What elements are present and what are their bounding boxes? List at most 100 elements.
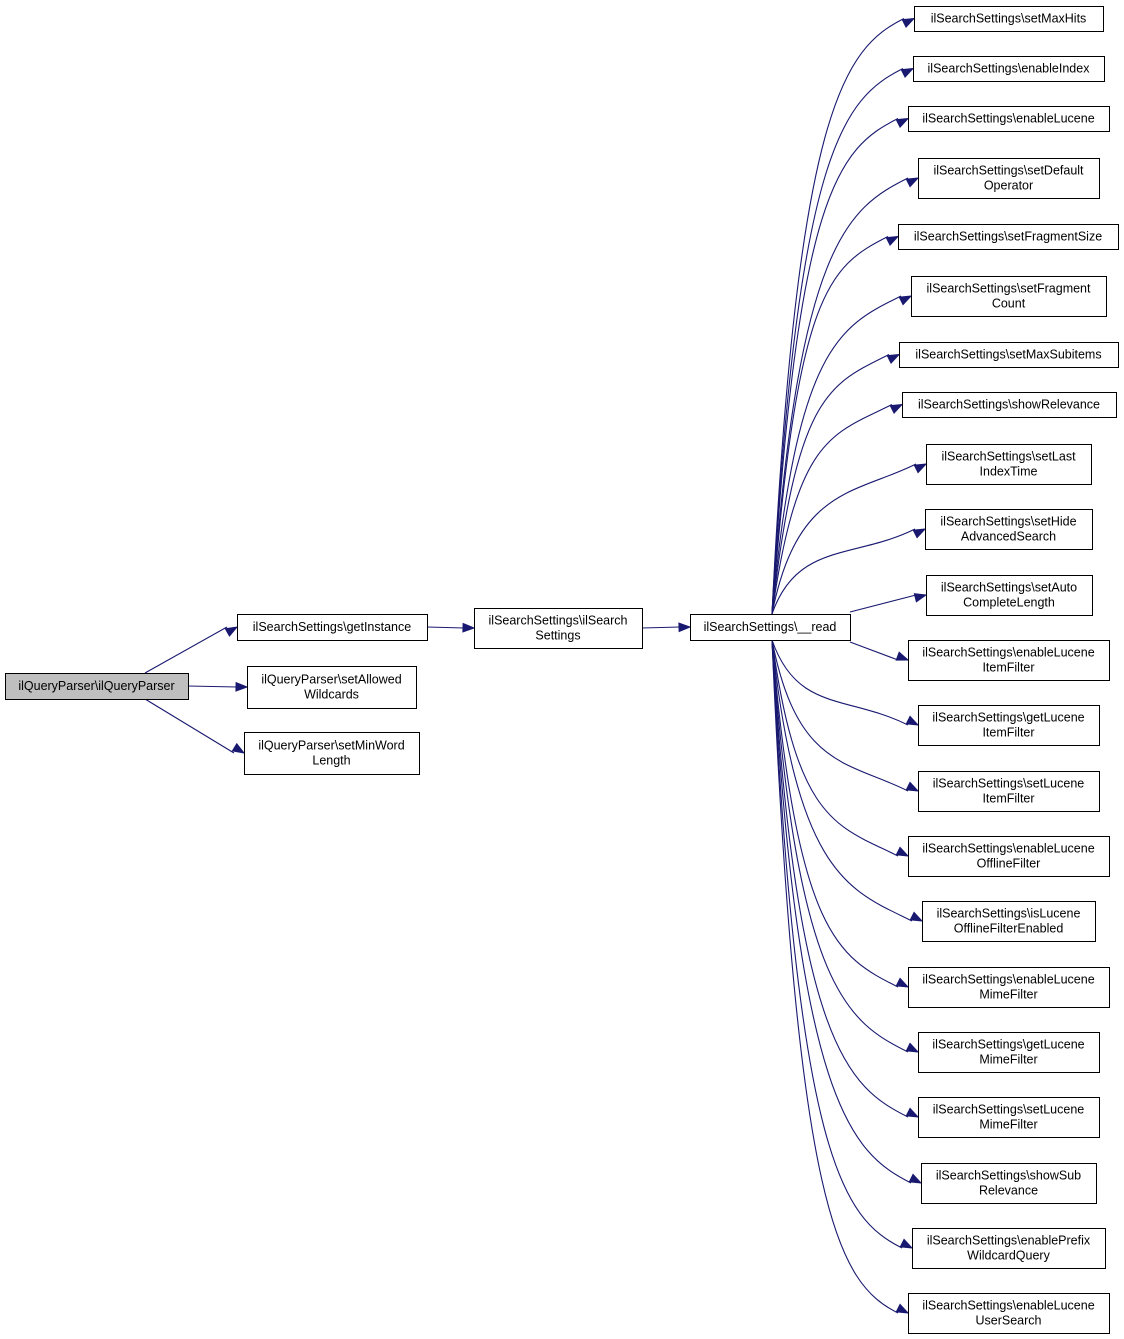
edge-read-to-enableIndex — [771, 67, 915, 615]
edge-read-to-getLuceneMimeFilter — [771, 639, 920, 1053]
node-box — [913, 56, 1105, 82]
edge-read-to-enableLucene — [771, 117, 910, 615]
node-box — [247, 666, 417, 709]
edge-root-to-setAllowedWildcards — [187, 681, 249, 692]
edge-line — [771, 639, 899, 1314]
node-label-line: ilSearchSettings\setFragmentSize — [914, 230, 1102, 244]
arrow-head-icon — [900, 67, 915, 79]
node-setFragmentSize[interactable]: ilSearchSettings\setFragmentSize — [898, 224, 1119, 250]
node-label-line: AdvancedSearch — [961, 530, 1056, 544]
edge-read-to-setLastIndexTime — [771, 463, 928, 615]
edge-read-to-enableLuceneOfflineFilter — [771, 639, 910, 857]
call-graph-edges — [144, 17, 928, 1314]
node-setMaxHits[interactable]: ilSearchSettings\setMaxHits — [914, 6, 1104, 32]
node-box — [912, 1228, 1106, 1269]
edge-line — [771, 639, 909, 726]
node-box — [5, 673, 189, 700]
edge-line — [771, 295, 902, 615]
edge-line — [771, 639, 899, 988]
node-label-line: ilSearchSettings\setLucene — [933, 777, 1085, 791]
node-getInstance[interactable]: ilSearchSettings\getInstance — [237, 614, 428, 641]
edge-line — [187, 685, 238, 688]
edge-ctor-to-read — [641, 622, 692, 633]
edge-line — [771, 354, 890, 615]
node-box — [918, 705, 1100, 746]
edge-read-to-setMaxHits — [771, 17, 916, 615]
node-label-line: OfflineFilter — [977, 857, 1041, 871]
node-label-line: ilSearchSettings\enableLucene — [922, 646, 1094, 660]
edge-line — [771, 68, 904, 615]
node-box — [914, 6, 1104, 32]
node-label-line: ilSearchSettings\getInstance — [253, 620, 411, 634]
node-label-line: Settings — [535, 629, 580, 643]
arrow-head-icon — [885, 235, 900, 247]
edge-read-to-setFragmentSize — [771, 235, 900, 615]
node-label-line: ilSearchSettings\__read — [704, 620, 837, 634]
node-label-line: MimeFilter — [979, 1118, 1037, 1132]
node-label-line: Count — [992, 297, 1026, 311]
node-enableIndex[interactable]: ilSearchSettings\enableIndex — [913, 56, 1105, 82]
edge-read-to-showRelevance — [771, 403, 904, 615]
edge-read-to-setAutoCompleteLength — [849, 593, 928, 613]
node-label-line: IndexTime — [980, 465, 1038, 479]
edge-line — [771, 639, 909, 1053]
node-label-line: ilSearchSettings\setLucene — [933, 1103, 1085, 1117]
node-enableLuceneOfflineFilter[interactable]: ilSearchSettings\enableLuceneOfflineFilt… — [908, 836, 1110, 877]
edge-line — [771, 639, 903, 1249]
arrow-head-icon — [901, 17, 916, 29]
node-box — [911, 276, 1107, 317]
node-label-line: Relevance — [979, 1184, 1038, 1198]
node-label-line: ilSearchSettings\showRelevance — [918, 398, 1100, 412]
node-label-line: ilSearchSettings\enableLucene — [922, 1299, 1094, 1313]
node-root[interactable]: ilQueryParser\ilQueryParser — [5, 673, 189, 700]
node-showRelevance[interactable]: ilSearchSettings\showRelevance — [902, 392, 1117, 418]
edge-read-to-setFragmentCount — [771, 295, 913, 615]
node-box — [926, 444, 1092, 485]
node-label-line: Length — [312, 754, 350, 768]
arrow-head-icon — [905, 715, 920, 726]
edge-read-to-enableLuceneUserSearch — [771, 639, 910, 1314]
node-read[interactable]: ilSearchSettings\__read — [690, 614, 851, 641]
edge-line — [771, 639, 909, 1118]
edge-line — [849, 594, 917, 613]
node-label-line: ilSearchSettings\setDefault — [933, 164, 1084, 178]
node-label-line: ilSearchSettings\setMaxHits — [931, 12, 1087, 26]
node-label-line: ilSearchSettings\showSub — [936, 1169, 1081, 1183]
arrow-head-icon — [913, 463, 928, 474]
call-graph-nodes: ilQueryParser\ilQueryParser ilSearchSetti… — [5, 6, 1119, 1334]
node-box — [926, 575, 1093, 616]
node-ctor[interactable]: ilSearchSettings\ilSearchSettings — [474, 608, 643, 649]
node-enableLucene[interactable]: ilSearchSettings\enableLucene — [908, 106, 1110, 132]
arrow-head-icon — [895, 1303, 910, 1314]
arrow-head-icon — [912, 528, 927, 539]
node-label-line: MimeFilter — [979, 988, 1037, 1002]
node-setMaxSubitems[interactable]: ilSearchSettings\setMaxSubitems — [899, 342, 1119, 368]
node-box — [908, 1293, 1110, 1334]
arrow-head-icon — [895, 651, 910, 661]
node-label-line: ilSearchSettings\setHide — [940, 515, 1076, 529]
edge-line — [771, 639, 899, 857]
node-box — [918, 158, 1100, 199]
node-isLuceneOfflineFilterEnabled[interactable]: ilSearchSettings\isLuceneOfflineFilterEn… — [922, 901, 1096, 942]
node-label-line: ItemFilter — [982, 661, 1034, 675]
edge-read-to-getLuceneItemFilter — [771, 639, 920, 726]
node-enablePrefixWildcardQuery[interactable]: ilSearchSettings\enablePrefixWildcardQue… — [912, 1228, 1106, 1269]
node-label-line: WildcardQuery — [967, 1249, 1050, 1263]
edge-line — [771, 18, 905, 615]
node-label-line: ilSearchSettings\enablePrefix — [927, 1234, 1091, 1248]
